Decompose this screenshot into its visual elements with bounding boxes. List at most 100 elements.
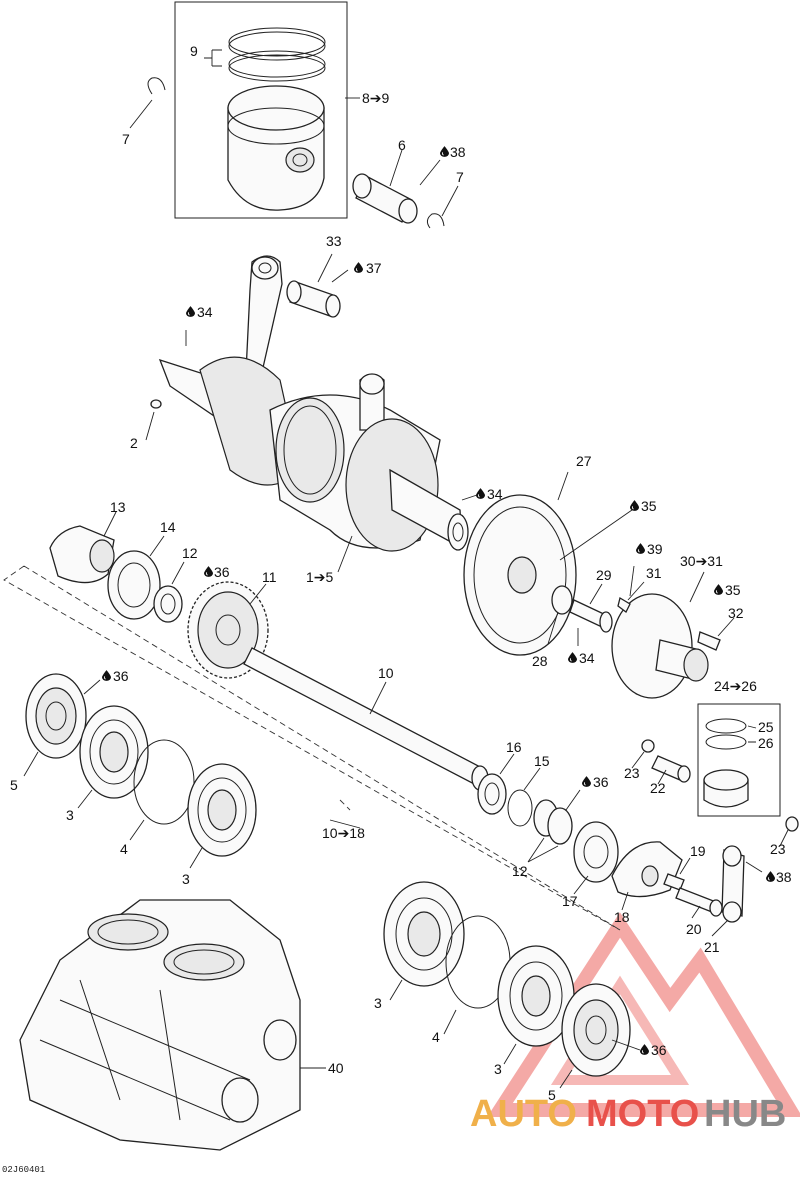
callout-25: 25 xyxy=(758,719,774,735)
oil-drop-icon xyxy=(440,146,449,157)
callout-5b: 5 xyxy=(548,1087,556,1103)
seal-plate-5b xyxy=(559,983,641,1089)
callout-26: 26 xyxy=(758,735,774,751)
bearing-17 xyxy=(573,821,619,895)
svg-text:HUB: HUB xyxy=(704,1093,786,1135)
callout-21: 21 xyxy=(704,939,720,955)
callout-7: 7 xyxy=(122,131,130,147)
oil-drop-icon xyxy=(102,670,111,681)
callout-11: 11 xyxy=(262,569,277,585)
lube-references: 38 37 34 34 35 39 36 35 34 36 36 38 36 xyxy=(102,144,792,1058)
svg-text:37: 37 xyxy=(366,260,382,276)
nut-23 xyxy=(779,816,799,847)
piston-kit-box xyxy=(697,703,781,817)
svg-text:36: 36 xyxy=(113,668,129,684)
circlip-left xyxy=(129,77,166,129)
gear-11 xyxy=(187,581,269,679)
crankshaft xyxy=(158,255,481,573)
callout-4b: 4 xyxy=(432,1029,440,1045)
callout-labels: 9 8➔9 7 6 7 33 2 27 13 14 12 30➔31 1➔5 1… xyxy=(10,43,786,1103)
callout-3b: 3 xyxy=(182,871,190,887)
callout-28: 28 xyxy=(532,653,548,669)
oil-drop-icon xyxy=(354,262,363,273)
balancer-shaft xyxy=(243,647,489,791)
assembly-outline xyxy=(3,565,621,931)
oil-drop-icon xyxy=(476,488,485,499)
svg-text:35: 35 xyxy=(641,498,657,514)
svg-text:MOTO: MOTO xyxy=(586,1093,699,1135)
svg-text:34: 34 xyxy=(487,486,503,502)
callout-22: 22 xyxy=(650,780,666,796)
callout-18: 18 xyxy=(614,909,630,925)
seal-plate-5a xyxy=(23,673,101,777)
drive-hub xyxy=(611,565,735,699)
lube-ref-34a: 34 xyxy=(186,304,213,320)
callout-3: 3 xyxy=(66,807,74,823)
lube-ref-37: 37 xyxy=(354,260,382,276)
callout-23b: 23 xyxy=(770,841,786,857)
bearing-3a xyxy=(77,705,149,809)
piston-group-box xyxy=(174,1,360,219)
lube-ref-36b: 36 xyxy=(102,668,129,684)
svg-text:36: 36 xyxy=(593,774,609,790)
lube-ref-36c: 36 xyxy=(582,774,609,790)
oring-4a xyxy=(129,739,195,841)
bolt-19-20 xyxy=(663,857,723,919)
flywheel xyxy=(463,471,633,656)
leader-10-18 xyxy=(329,819,361,829)
needle-bearing xyxy=(286,253,349,318)
lube-ref-39: 39 xyxy=(636,541,663,557)
callout-29: 29 xyxy=(596,567,612,583)
callout-24-26: 24➔26 xyxy=(714,678,757,694)
callout-30-31: 30➔31 xyxy=(680,553,723,569)
svg-text:34: 34 xyxy=(579,650,595,666)
woodruff-key xyxy=(145,399,162,441)
svg-text:38: 38 xyxy=(776,869,792,885)
callout-8-9: 8➔9 xyxy=(362,90,390,106)
callout-10-18: 10➔18 xyxy=(322,825,365,841)
callout-1-5: 1➔5 xyxy=(306,569,334,585)
svg-text:36: 36 xyxy=(214,564,230,580)
oil-drop-icon xyxy=(582,776,591,787)
callout-31: 31 xyxy=(646,565,662,581)
callout-2: 2 xyxy=(130,435,138,451)
oil-drop-icon xyxy=(766,871,775,882)
piston-pin xyxy=(352,149,441,224)
pin-22 xyxy=(631,739,691,785)
callout-20: 20 xyxy=(686,921,702,937)
lube-ref-35a: 35 xyxy=(630,498,657,514)
svg-text:34: 34 xyxy=(197,304,213,320)
callout-6: 6 xyxy=(398,137,406,153)
oil-drop-icon xyxy=(568,652,577,663)
oil-drop-icon xyxy=(640,1044,649,1055)
counterweight xyxy=(49,511,117,584)
svg-text:AUTO: AUTO xyxy=(470,1093,577,1135)
callout-40: 40 xyxy=(328,1060,344,1076)
callout-32: 32 xyxy=(728,605,744,621)
seal-12a xyxy=(153,561,185,623)
callout-16: 16 xyxy=(506,739,522,755)
bearing-3b xyxy=(187,763,257,869)
ring-15 xyxy=(507,767,541,827)
bearing-3d xyxy=(497,945,575,1065)
callout-33: 33 xyxy=(326,233,342,249)
callout-23: 23 xyxy=(624,765,640,781)
callout-9: 9 xyxy=(190,43,198,59)
link-rod-21 xyxy=(711,845,763,937)
engine-block xyxy=(19,899,326,1151)
callout-7b: 7 xyxy=(456,169,464,185)
lube-ref-34c: 34 xyxy=(568,650,595,666)
lube-ref-36d: 36 xyxy=(640,1042,667,1058)
callout-27: 27 xyxy=(576,453,592,469)
lube-ref-38b: 38 xyxy=(766,869,792,885)
washer-bolt xyxy=(547,583,613,646)
svg-text:36: 36 xyxy=(651,1042,667,1058)
svg-text:35: 35 xyxy=(725,582,741,598)
callout-5: 5 xyxy=(10,777,18,793)
oil-drop-icon xyxy=(636,543,645,554)
callout-3c: 3 xyxy=(374,995,382,1011)
callout-12b: 12 xyxy=(512,863,528,879)
callout-12: 12 xyxy=(182,545,198,561)
circlip-right xyxy=(426,185,459,229)
